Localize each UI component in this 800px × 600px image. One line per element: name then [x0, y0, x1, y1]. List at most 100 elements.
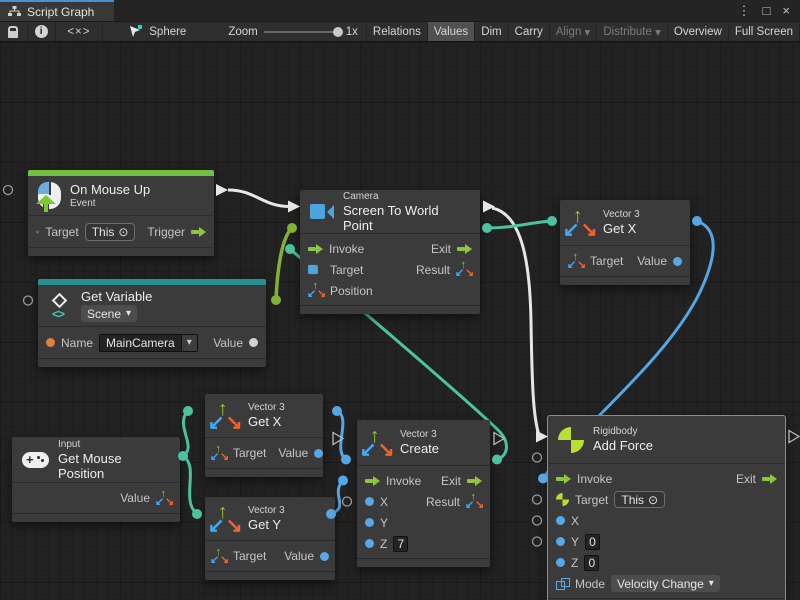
- node-footer: [560, 276, 690, 285]
- value-port[interactable]: [249, 338, 258, 347]
- y-port[interactable]: [365, 518, 374, 527]
- toolbar-button-overview[interactable]: Overview: [668, 22, 729, 41]
- port-label-value: Value: [278, 446, 309, 460]
- z-value-field[interactable]: 7: [393, 535, 409, 552]
- z-value-field[interactable]: 0: [584, 554, 600, 571]
- toolbar-button-dim[interactable]: Dim: [475, 22, 509, 41]
- port-label-invoke: Invoke: [577, 471, 613, 486]
- z-port[interactable]: [365, 539, 374, 548]
- value-port[interactable]: [314, 448, 324, 458]
- edit-graph-button[interactable]: <×>: [56, 22, 104, 41]
- port-label-target: Target: [590, 254, 624, 268]
- port-label-value: Value: [637, 254, 667, 268]
- flow-arrow-icon[interactable]: [365, 475, 380, 486]
- chevron-down-icon: ▾: [655, 26, 661, 39]
- node-get-mouse-position[interactable]: Input Get Mouse Position Value ↑↙↘: [12, 437, 180, 522]
- flow-arrow-icon[interactable]: [308, 243, 323, 254]
- code-icon: <×>: [67, 25, 91, 38]
- vector3-icon: ↑↙↘: [207, 398, 243, 435]
- force-mode-icon: [556, 577, 570, 590]
- lock-button[interactable]: [0, 22, 28, 41]
- x-port[interactable]: [556, 516, 565, 525]
- vector3-icon[interactable]: ↑↙↘: [210, 545, 230, 566]
- toolbar-button-align[interactable]: Align ▾: [550, 22, 598, 41]
- port-label-target: Target: [233, 446, 267, 460]
- vector3-icon[interactable]: ↑↙↘: [567, 250, 587, 271]
- node-add-force[interactable]: Rigidbody Add Force Invoke Exit Target T…: [547, 415, 786, 600]
- x-port[interactable]: [365, 497, 374, 506]
- node-title: Get X: [248, 414, 282, 429]
- toolbar-button-distribute[interactable]: Distribute ▾: [597, 22, 668, 41]
- camera-icon: [308, 264, 318, 275]
- zoom-slider-handle[interactable]: [332, 26, 343, 37]
- port-label-z: Z: [380, 536, 388, 551]
- node-get-variable[interactable]: <> Get Variable Scene ▾ Name MainCamera: [38, 279, 266, 367]
- node-category: Input: [58, 438, 81, 450]
- flow-arrow-icon[interactable]: [762, 473, 777, 484]
- port-label-x: X: [380, 494, 389, 509]
- graph-canvas[interactable]: On Mouse Up Event Target This ⊙ Trigger: [0, 42, 800, 600]
- zoom-label: Zoom: [228, 25, 258, 38]
- flow-arrow-icon[interactable]: [457, 243, 472, 254]
- unity-object-icon: <>: [48, 292, 72, 321]
- port-label-y: Y: [571, 534, 580, 549]
- port-label-exit: Exit: [735, 471, 756, 486]
- window-maximize-icon[interactable]: □: [762, 3, 771, 18]
- camera-icon: [310, 204, 334, 219]
- event-color-bar: [28, 170, 214, 176]
- rigidbody-icon: [556, 493, 569, 506]
- node-screen-to-world-point[interactable]: Camera Screen To World Point Invoke Exit…: [300, 190, 480, 314]
- window-menu-icon[interactable]: ⋮: [737, 2, 751, 18]
- window-close-icon[interactable]: ×: [782, 3, 790, 18]
- inspect-button[interactable]: i: [28, 22, 56, 41]
- value-port[interactable]: [673, 256, 682, 266]
- tab-title: Script Graph: [27, 4, 95, 19]
- force-mode-dropdown[interactable]: Velocity Change ▾: [611, 575, 720, 592]
- port-label-exit: Exit: [430, 241, 451, 256]
- variable-name-dropdown[interactable]: MainCamera ▾: [99, 333, 198, 352]
- lock-icon: [8, 25, 19, 38]
- vector3-icon[interactable]: ↑↙↘: [155, 487, 175, 508]
- node-title: Screen To World Point: [343, 202, 439, 233]
- flow-arrow-icon[interactable]: [556, 473, 571, 484]
- name-port[interactable]: [46, 338, 55, 347]
- node-get-y[interactable]: ↑↙↘ Vector 3 Get Y ↑↙↘ Target Value: [205, 497, 335, 580]
- vector3-icon[interactable]: ↑↙↘: [307, 280, 327, 300]
- tab-bar: Script Graph ⋮ □ ×: [0, 0, 800, 21]
- flow-arrow-icon[interactable]: [467, 475, 482, 486]
- node-footer: [28, 247, 214, 256]
- port-label-invoke: Invoke: [329, 241, 365, 256]
- toolbar-button-values[interactable]: Values: [427, 22, 476, 41]
- node-title: Add Force: [593, 438, 653, 453]
- node-category: Vector 3: [603, 209, 640, 220]
- vector3-icon: ↑↙↘: [207, 501, 243, 538]
- node-vector3-create[interactable]: ↑↙↘ Vector 3 Create Invoke Exit X: [357, 420, 490, 567]
- vector3-icon[interactable]: ↑↙↘: [465, 491, 485, 511]
- flow-arrow-icon[interactable]: [191, 226, 206, 237]
- node-get-x-top[interactable]: ↑↙↘ Vector 3 Get X ↑↙↘ Target Value: [560, 200, 690, 285]
- vector3-icon[interactable]: ↑↙↘: [455, 259, 475, 279]
- node-get-x[interactable]: ↑↙↘ Vector 3 Get X ↑↙↘ Target Value: [205, 394, 324, 477]
- graph-icon: [8, 6, 21, 16]
- node-footer: [205, 468, 323, 477]
- node-title: On Mouse Up: [70, 182, 151, 197]
- info-icon: i: [34, 25, 48, 38]
- target-this-chip[interactable]: This ⊙: [84, 222, 136, 241]
- vector3-icon[interactable]: ↑↙↘: [210, 442, 230, 463]
- node-on-mouse-up[interactable]: On Mouse Up Event Target This ⊙ Trigger: [28, 170, 214, 256]
- tab-script-graph[interactable]: Script Graph: [0, 0, 114, 21]
- graph-breadcrumb[interactable]: Sphere: [121, 22, 194, 41]
- graph-name: Sphere: [149, 25, 187, 38]
- zoom-slider[interactable]: [263, 26, 343, 37]
- value-port[interactable]: [320, 551, 329, 561]
- toolbar-button-full-screen[interactable]: Full Screen: [729, 22, 800, 41]
- y-value-field[interactable]: 0: [585, 533, 601, 550]
- target-this-chip[interactable]: This ⊙: [614, 491, 666, 508]
- y-port[interactable]: [556, 537, 565, 546]
- toolbar-button-relations[interactable]: Relations: [365, 22, 428, 41]
- variable-scope-dropdown[interactable]: Scene ▾: [81, 305, 138, 322]
- node-category: Rigidbody: [593, 426, 638, 437]
- z-port[interactable]: [556, 558, 565, 567]
- node-category: Vector 3: [400, 429, 437, 440]
- toolbar-button-carry[interactable]: Carry: [509, 22, 550, 41]
